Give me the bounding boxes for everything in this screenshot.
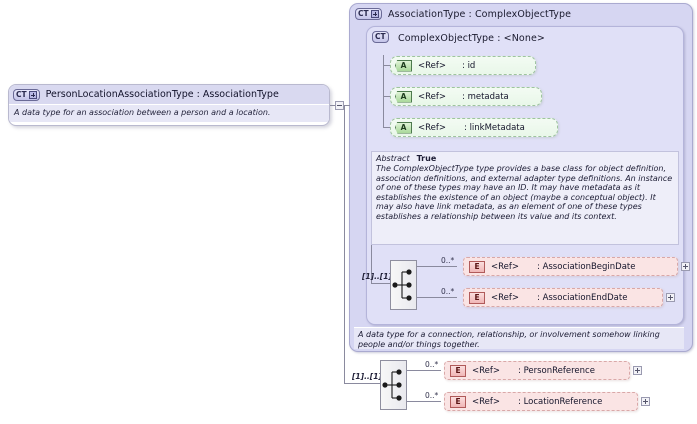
abstract-row: Abstract True: [376, 154, 674, 163]
sequence-glyph: [382, 369, 402, 401]
inner-element-connector-1: [417, 266, 457, 267]
attribute-connector-2: [383, 96, 391, 97]
main-connector-spine: [344, 105, 345, 383]
element-name-label: : AssociationEndDate: [537, 292, 628, 303]
element-ref-label: <Ref>: [472, 365, 500, 376]
complextype-expand-icon-associationtype[interactable]: CT: [355, 8, 382, 20]
attribute-icon: A: [395, 90, 412, 103]
sequence-glyph: [392, 269, 412, 301]
collapse-icon-main[interactable]: [335, 101, 344, 110]
occurrence-label-locationreference: 0..*: [425, 391, 439, 400]
attribute-connector-3: [383, 127, 391, 128]
expand-icon-locationreference[interactable]: [641, 397, 650, 406]
expand-icon-personreference[interactable]: [633, 366, 642, 375]
attribute-ref-label: <Ref>: [418, 122, 446, 133]
badge-plus-icon[interactable]: [28, 90, 37, 99]
attribute-icon: A: [395, 59, 412, 72]
element-row-locationreference[interactable]: E <Ref> : LocationReference: [444, 392, 638, 411]
badge-text-ct: CT: [358, 9, 369, 18]
occurrence-label-associationenddate: 0..*: [441, 287, 455, 296]
element-row-associationbegindate[interactable]: E <Ref> : AssociationBeginDate: [463, 257, 678, 276]
sequence-icon-outer[interactable]: [380, 360, 407, 410]
main-connector-to-box: [344, 105, 350, 106]
expand-icon-associationenddate[interactable]: [666, 293, 675, 302]
element-icon: E: [469, 291, 485, 304]
complextype-expand-icon-personlocation[interactable]: CT: [13, 88, 40, 101]
attribute-row-linkmetadata[interactable]: A <Ref> : linkMetadata: [390, 118, 558, 137]
attribute-icon: A: [395, 121, 412, 134]
complexobjecttype-documentation-panel: Abstract True The ComplexObjectType type …: [371, 151, 679, 245]
inner-element-connector-2: [417, 297, 457, 298]
outer-element-connector-1: [407, 370, 441, 371]
outer-sequence-entry-line: [344, 383, 380, 384]
element-name-label: : PersonReference: [518, 365, 595, 376]
complextype-icon-complexobjecttype[interactable]: CT: [372, 31, 389, 43]
element-icon: E: [469, 260, 485, 273]
attribute-connector-spine: [383, 55, 384, 127]
element-name-label: : LocationReference: [518, 396, 603, 407]
sequence-icon-inner[interactable]: [390, 260, 417, 310]
type-card-documentation: A data type for an association between a…: [9, 105, 329, 122]
badge-text-ct-main: CT: [16, 89, 27, 99]
page-title: PersonLocationAssociationType : Associat…: [45, 89, 279, 100]
element-row-associationenddate[interactable]: E <Ref> : AssociationEndDate: [463, 288, 663, 307]
abstract-value: True: [416, 154, 437, 163]
element-ref-label: <Ref>: [491, 261, 519, 272]
type-card-header: CT PersonLocationAssociationType : Assoc…: [9, 85, 329, 105]
attribute-row-id[interactable]: A <Ref> : id: [390, 56, 536, 75]
associationtype-documentation-text: A data type for a connection, relationsh…: [358, 330, 660, 349]
abstract-label: Abstract: [376, 154, 410, 163]
occurrence-label-associationbegindate: 0..*: [441, 256, 455, 265]
attribute-ref-label: <Ref>: [418, 60, 446, 71]
attribute-connector-1: [383, 65, 391, 66]
element-row-personreference[interactable]: E <Ref> : PersonReference: [444, 361, 630, 380]
badge-text-ct-inner: CT: [375, 32, 386, 41]
inner-sequence-left-connector: [371, 245, 372, 283]
expand-icon-associationbegindate[interactable]: [681, 262, 690, 271]
attribute-name-label: : linkMetadata: [464, 122, 525, 133]
outer-sequence-cardinality: [1]..[1]: [352, 372, 382, 381]
main-connector-stub: [330, 105, 335, 106]
complextype-title-associationtype: AssociationType : ComplexObjectType: [388, 9, 572, 20]
associationtype-documentation-panel: A data type for a connection, relationsh…: [354, 327, 684, 349]
element-ref-label: <Ref>: [472, 396, 500, 407]
element-name-label: : AssociationBeginDate: [537, 261, 636, 272]
element-icon: E: [450, 364, 466, 377]
element-icon: E: [450, 395, 466, 408]
attribute-name-label: : id: [462, 60, 476, 71]
occurrence-label-personreference: 0..*: [425, 360, 439, 369]
badge-plus-icon[interactable]: [370, 10, 379, 18]
inner-sequence-cardinality: [1]..[1]: [362, 272, 392, 281]
type-card-personlocationassociationtype[interactable]: CT PersonLocationAssociationType : Assoc…: [8, 84, 330, 126]
attribute-ref-label: <Ref>: [418, 91, 446, 102]
outer-element-connector-2: [407, 401, 441, 402]
inner-sequence-entry-line: [371, 283, 390, 284]
attribute-name-label: : metadata: [462, 91, 509, 102]
element-ref-label: <Ref>: [491, 292, 519, 303]
complexobjecttype-documentation-text: The ComplexObjectType type provides a ba…: [376, 164, 673, 221]
complextype-title-complexobjecttype: ComplexObjectType : <None>: [398, 33, 545, 44]
attribute-row-metadata[interactable]: A <Ref> : metadata: [390, 87, 542, 106]
